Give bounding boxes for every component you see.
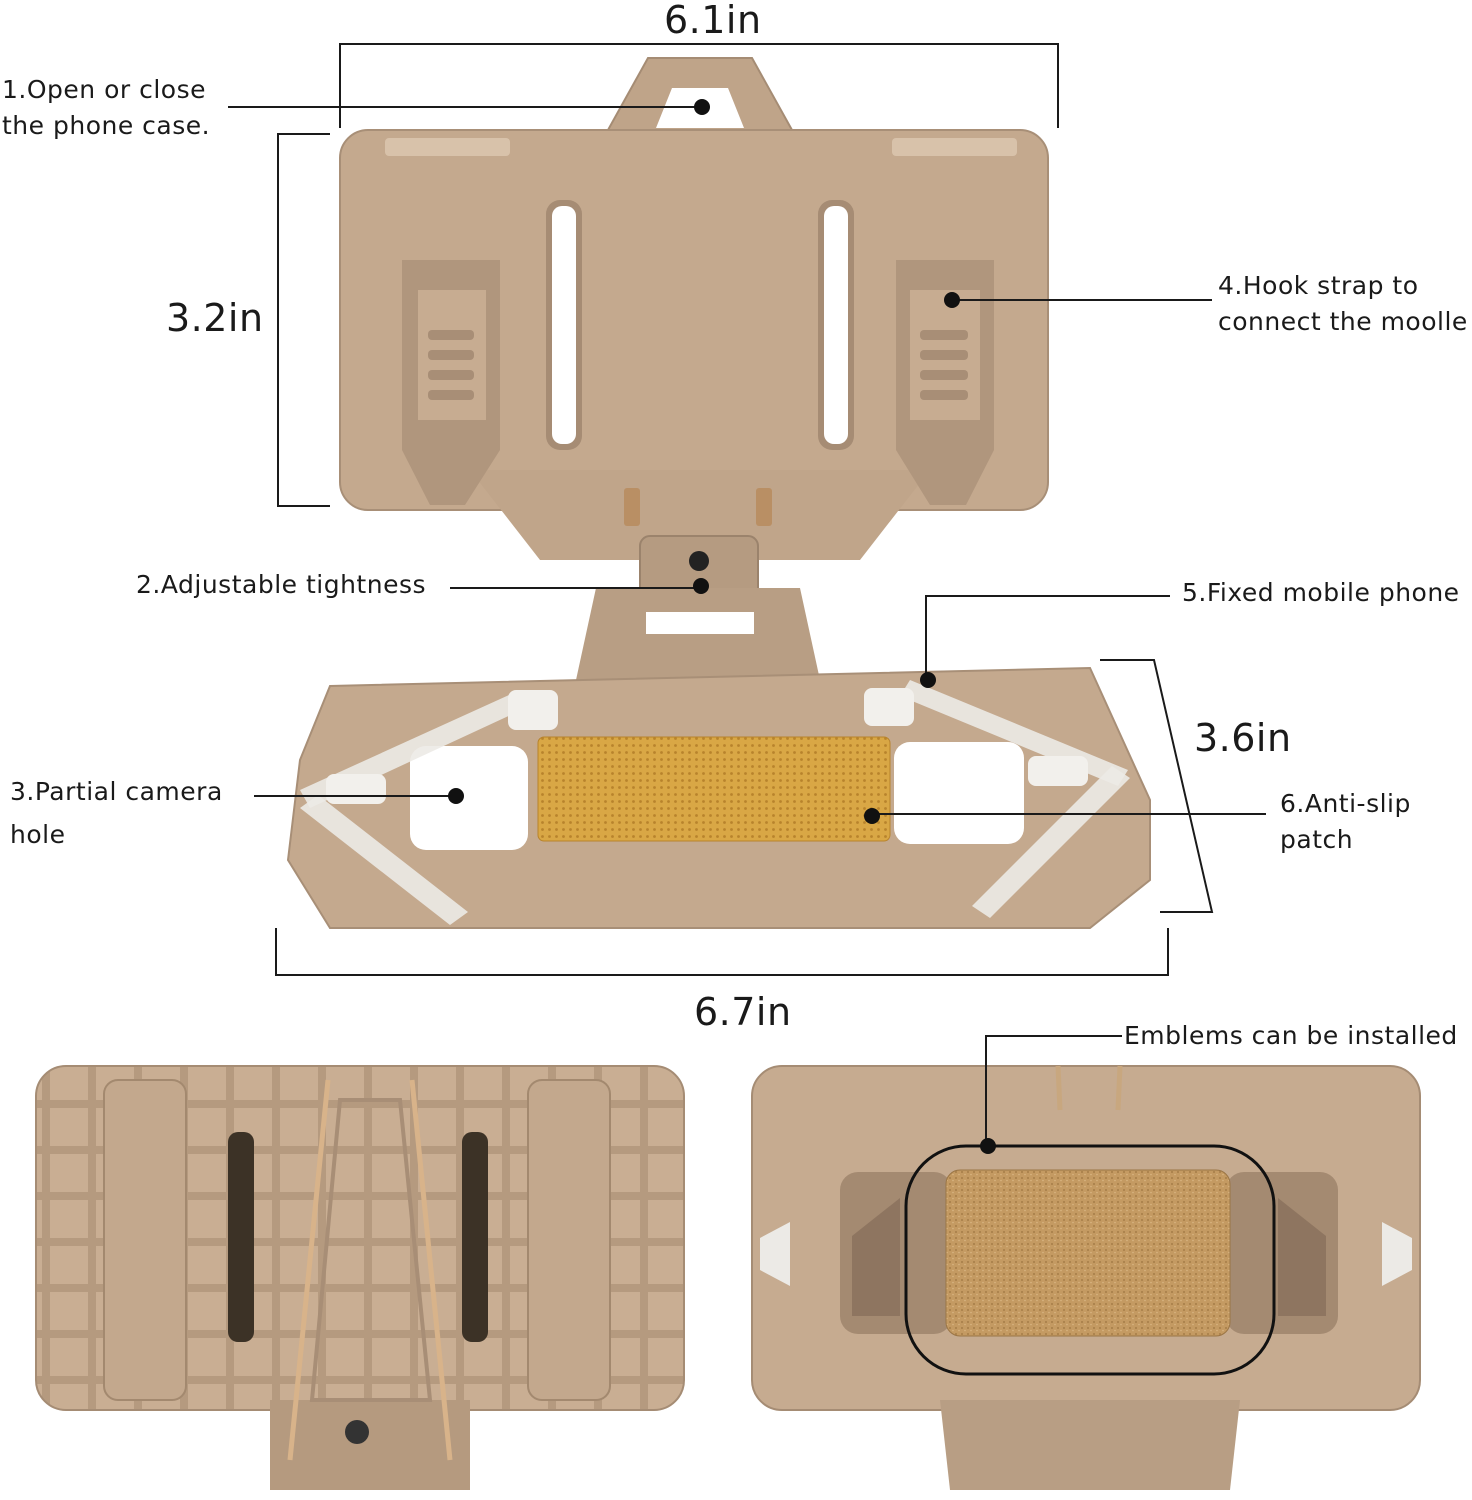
callout-anti-slip-line-1: 6.Anti-slip <box>1280 789 1411 818</box>
phone-base-plate <box>286 666 1151 929</box>
callout-open-close: 1.Open or close the phone case. <box>2 72 210 144</box>
mount-back-view <box>35 1065 685 1490</box>
dimension-top-height: 3.2in <box>166 296 264 340</box>
dimension-base-width: 6.7in <box>694 990 792 1034</box>
callout-anti-slip: 6.Anti-slip patch <box>1280 786 1411 858</box>
mount-folded-view <box>751 1065 1421 1490</box>
callout-adjustable-tightness-line-1: 2.Adjustable tightness <box>136 570 427 599</box>
dimension-lines <box>275 43 1214 976</box>
callout-anti-slip-line-2: patch <box>1280 825 1354 854</box>
callout-camera-hole: 3.Partial camera hole <box>10 770 223 856</box>
callout-open-close-line-2: the phone case. <box>2 111 211 140</box>
callout-leader-lines <box>228 106 1266 1148</box>
callout-camera-hole-line-2: hole <box>10 820 66 849</box>
callout-camera-hole-line-1: 3.Partial camera <box>10 777 223 806</box>
callout-fixed-phone: 5.Fixed mobile phone <box>1182 575 1460 611</box>
callout-fixed-phone-line-1: 5.Fixed mobile phone <box>1182 578 1460 607</box>
callout-hook-strap: 4.Hook strap to connect the moolle <box>1218 268 1468 340</box>
callout-emblems-line-1: Emblems can be installed <box>1124 1021 1458 1050</box>
upper-mount-plate <box>339 57 1049 680</box>
callout-emblems: Emblems can be installed <box>1124 1018 1458 1054</box>
callout-open-close-line-1: 1.Open or close <box>2 75 206 104</box>
callout-adjustable-tightness: 2.Adjustable tightness <box>136 567 426 603</box>
callout-hook-strap-line-2: connect the moolle <box>1218 307 1468 336</box>
dimension-base-depth: 3.6in <box>1194 716 1292 760</box>
callout-dots <box>448 99 996 1154</box>
callout-hook-strap-line-1: 4.Hook strap to <box>1218 271 1419 300</box>
dimension-top-width: 6.1in <box>664 0 762 42</box>
